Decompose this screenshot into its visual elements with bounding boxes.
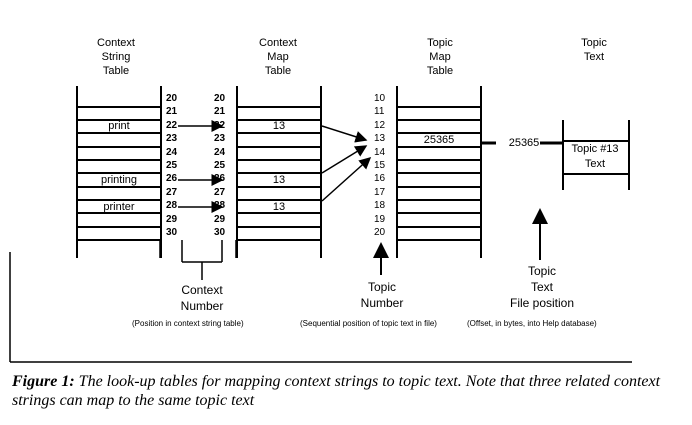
row-divider (76, 119, 162, 121)
header-context-string-table: Context String Table (97, 37, 135, 77)
row-divider (76, 199, 162, 201)
text-border (628, 120, 630, 190)
row-divider (76, 172, 162, 174)
row-divider (76, 159, 162, 161)
row-divider (396, 212, 482, 214)
row-divider (396, 186, 482, 188)
row-divider (236, 226, 322, 228)
context-number-21: 21 (214, 106, 226, 118)
figure-caption: Figure 1: The look-up tables for mapping… (12, 372, 682, 410)
caption-prefix: Figure 1: (12, 373, 75, 390)
context-number-26: 26 (166, 173, 178, 185)
topic-number-15: 15 (374, 160, 386, 171)
row-divider (236, 212, 322, 214)
row-divider (76, 132, 162, 134)
row-divider (396, 106, 482, 108)
context-number-25: 25 (214, 160, 226, 171)
row-divider (396, 239, 482, 241)
context-number-22: 22 (166, 119, 178, 131)
arrow-map-2 (321, 145, 368, 174)
file-position-value: 25365 (508, 137, 540, 149)
row-divider (396, 226, 482, 228)
topic-map-entry: 25365 (423, 134, 455, 146)
row-divider (236, 239, 322, 241)
row-divider (236, 199, 322, 201)
context-number-30: 30 (166, 227, 178, 238)
context-number-label: Context Number (180, 283, 224, 313)
context-number-30: 30 (214, 227, 226, 238)
topic-number-20: 20 (374, 227, 386, 238)
context-number-24: 24 (166, 146, 178, 158)
file-position-note: (Offset, in bytes, into Help database) (467, 319, 597, 328)
context-number-20: 20 (214, 93, 226, 104)
context-number-29: 29 (214, 213, 226, 225)
row-divider (236, 146, 322, 148)
topic-number-17: 17 (374, 186, 386, 198)
text-border (562, 120, 564, 190)
row-divider (396, 146, 482, 148)
arrow-map-1 (321, 125, 368, 143)
context-number-note: (Position in context string table) (132, 319, 244, 328)
file-position-label: Topic Text File position (509, 264, 575, 310)
context-number-20: 20 (166, 93, 178, 104)
topic-text-box: Topic #13 Text (562, 140, 628, 175)
context-string-print: print (108, 120, 130, 132)
context-string-printer: printer (103, 201, 135, 213)
topic-number-12: 12 (374, 119, 386, 131)
row-divider (76, 186, 162, 188)
row-divider (396, 199, 482, 201)
row-divider (236, 159, 322, 161)
context-number-21: 21 (166, 106, 178, 118)
context-number-23: 23 (166, 133, 178, 145)
topic-number-10: 10 (374, 93, 386, 104)
context-number-24: 24 (214, 146, 226, 158)
context-number-28: 28 (166, 200, 178, 212)
context-number-29: 29 (166, 213, 178, 225)
arrow-map-3 (321, 156, 372, 202)
row-divider (396, 119, 482, 121)
topic-number-13: 13 (374, 133, 386, 145)
context-number-25: 25 (166, 160, 178, 171)
topic-number-14: 14 (374, 146, 386, 158)
header-context-map-table: Context Map Table (259, 37, 297, 77)
row-divider (76, 146, 162, 148)
row-divider (76, 239, 162, 241)
row-divider (236, 172, 322, 174)
caption-text: The look-up tables for mapping context s… (12, 373, 661, 409)
topic-number-note: (Sequential position of topic text in fi… (300, 319, 437, 328)
topic-number-label: Topic Number (360, 280, 404, 310)
header-topic-text: Topic Text (581, 37, 607, 63)
topic-number-11: 11 (374, 106, 385, 118)
row-divider (236, 186, 322, 188)
context-map-entry: 13 (272, 174, 286, 186)
header-topic-map-table: Topic Map Table (426, 37, 454, 77)
context-number-23: 23 (214, 133, 226, 145)
context-string-printing: printing (100, 174, 138, 186)
context-map-entry: 13 (272, 120, 286, 132)
row-divider (236, 132, 322, 134)
row-divider (76, 212, 162, 214)
row-divider (76, 106, 162, 108)
context-number-27: 27 (166, 186, 178, 198)
row-divider (396, 132, 482, 134)
topic-number-18: 18 (374, 200, 386, 212)
row-divider (236, 106, 322, 108)
context-number-27: 27 (214, 186, 226, 198)
row-divider (396, 172, 482, 174)
row-divider (76, 226, 162, 228)
context-map-entry: 13 (272, 201, 286, 213)
topic-number-16: 16 (374, 173, 386, 185)
row-divider (236, 119, 322, 121)
row-divider (396, 159, 482, 161)
topic-number-19: 19 (374, 213, 386, 225)
